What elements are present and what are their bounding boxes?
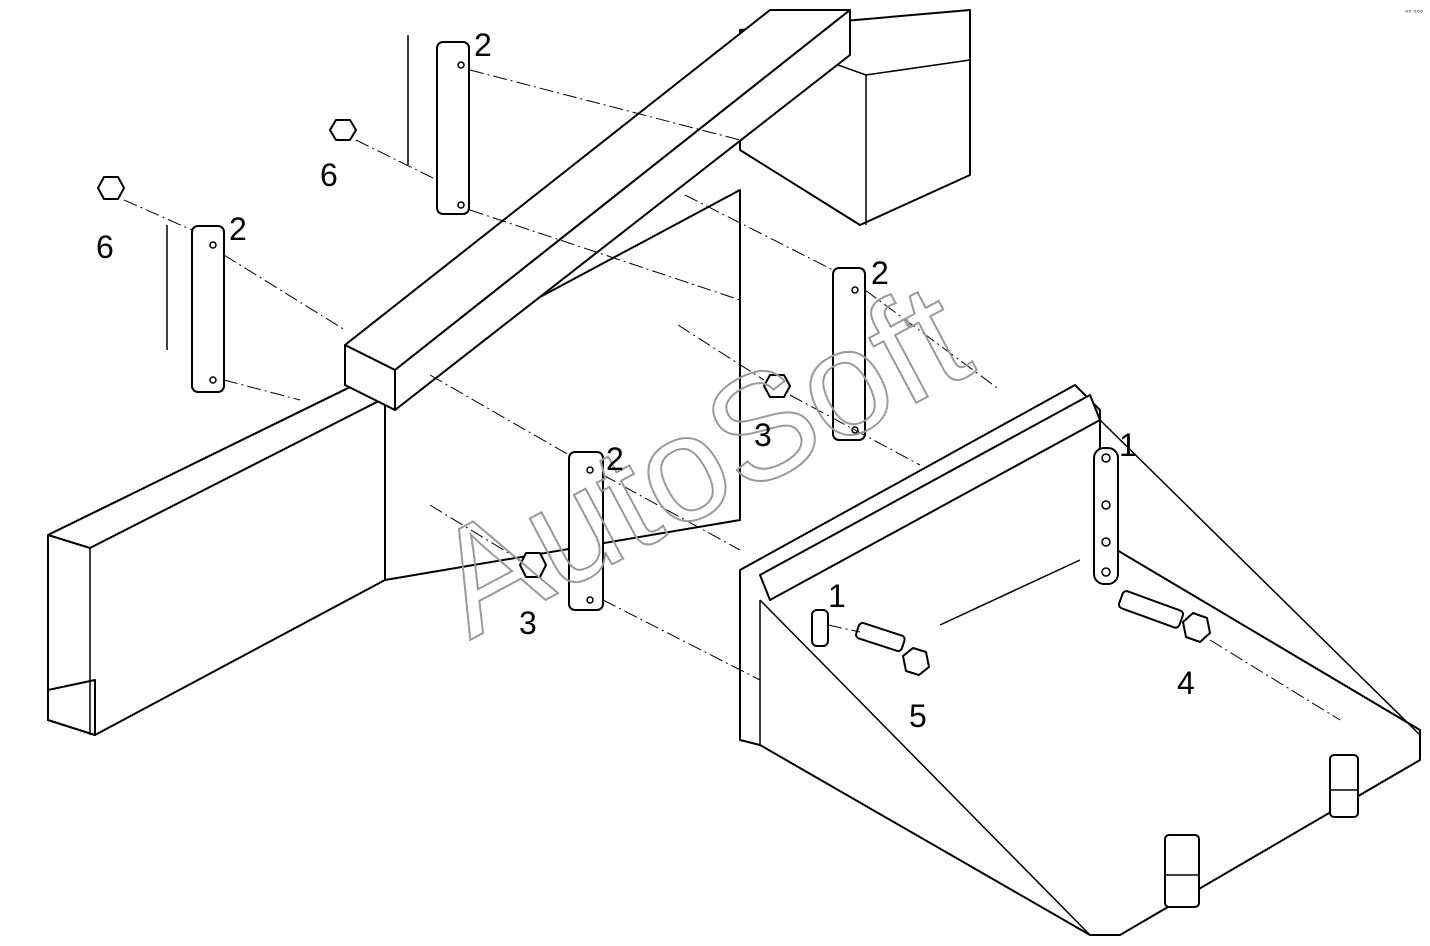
bracket-2-top bbox=[407, 35, 470, 215]
callout-6-left: 6 bbox=[96, 229, 114, 265]
callout-2-mid: 2 bbox=[871, 255, 889, 291]
callout-3-lower: 3 bbox=[519, 605, 537, 641]
nut-6-left bbox=[97, 176, 125, 200]
bolt-5 bbox=[855, 622, 930, 676]
callout-5: 5 bbox=[909, 698, 927, 734]
battery-tray bbox=[739, 384, 1421, 936]
callout-4: 4 bbox=[1177, 665, 1195, 701]
callout-2-left: 2 bbox=[229, 211, 247, 247]
nut-6-top bbox=[329, 119, 357, 141]
callout-2-low: 2 bbox=[606, 441, 624, 477]
nut-3-upper bbox=[763, 374, 791, 398]
strap-1-left bbox=[811, 609, 829, 647]
latch-right bbox=[1329, 754, 1359, 818]
frame-diagonal-beam bbox=[344, 9, 851, 411]
callout-6-top: 6 bbox=[320, 157, 338, 193]
bracket-2-low bbox=[568, 451, 604, 611]
bolt-4 bbox=[1117, 590, 1211, 643]
corner-mark: °° °°° bbox=[1405, 9, 1423, 18]
bracket-2-left bbox=[166, 225, 225, 393]
bracket-2-mid bbox=[832, 267, 866, 441]
callout-1-left: 1 bbox=[828, 578, 846, 614]
frame-side-rail bbox=[47, 189, 741, 736]
nut-3-lower bbox=[519, 552, 547, 578]
latch-left bbox=[1164, 834, 1200, 908]
callout-2-top: 2 bbox=[474, 27, 492, 63]
strap-1-right bbox=[1093, 447, 1119, 585]
callout-3-upper: 3 bbox=[754, 417, 772, 453]
callout-1-right: 1 bbox=[1119, 427, 1137, 463]
assembly-lines bbox=[123, 69, 1341, 721]
